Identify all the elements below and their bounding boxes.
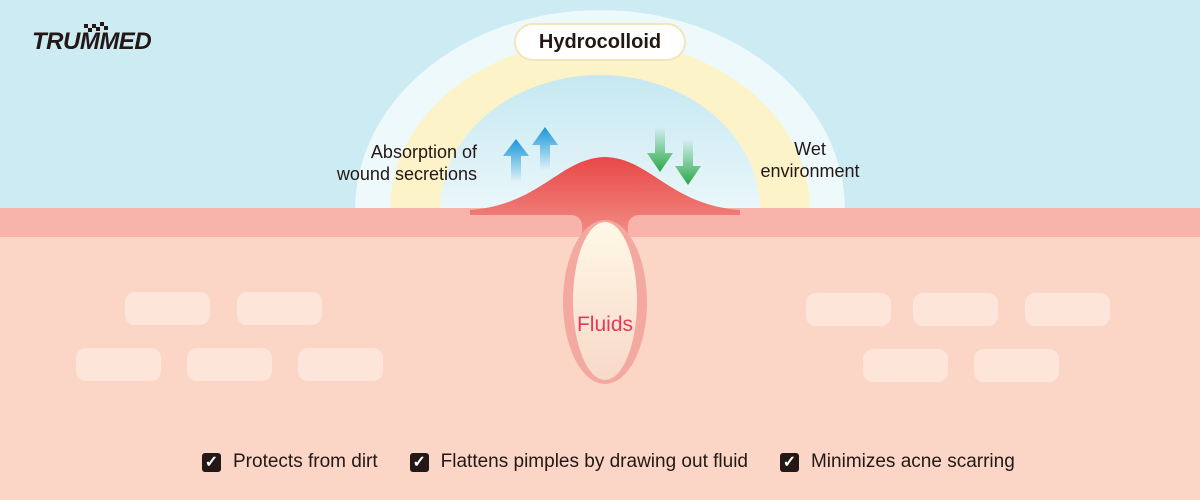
absorption-line1: Absorption of xyxy=(370,142,477,162)
logo-checker-icon xyxy=(84,22,108,32)
absorption-line2: wound secretions xyxy=(336,164,477,184)
fluids-label: Fluids xyxy=(576,313,634,336)
checkbox-checked-icon: ✓ xyxy=(409,452,429,472)
benefit-label: Flattens pimples by drawing out fluid xyxy=(440,451,748,472)
checkbox-checked-icon: ✓ xyxy=(202,452,221,472)
benefits-list: ✓ Protects from dirt ✓ Flattens pimples by… xyxy=(202,451,1047,473)
logo: TRUMMED xyxy=(32,28,152,55)
title-label: Hydrocolloid xyxy=(514,23,686,61)
wet-line2: environment xyxy=(760,161,860,181)
benefit-item: ✓ Flattens pimples by drawing out fluid xyxy=(409,451,748,473)
benefit-item: ✓ Minimizes acne scarring xyxy=(779,451,1015,473)
benefit-label: Minimizes acne scarring xyxy=(810,451,1015,472)
pimple-bump xyxy=(470,157,740,240)
skin-cells xyxy=(76,292,1110,382)
absorption-label: Absorption of wound secretions xyxy=(315,141,477,185)
wet-environment-label: Wet environment xyxy=(760,138,860,182)
checkbox-checked-icon: ✓ xyxy=(779,452,799,472)
up-arrow-icon xyxy=(503,127,558,182)
benefit-label: Protects from dirt xyxy=(233,451,378,472)
fluid-pocket xyxy=(573,222,637,380)
benefit-item: ✓ Protects from dirt xyxy=(202,451,378,473)
down-arrow-icon xyxy=(647,127,701,185)
wet-line1: Wet xyxy=(794,139,826,159)
